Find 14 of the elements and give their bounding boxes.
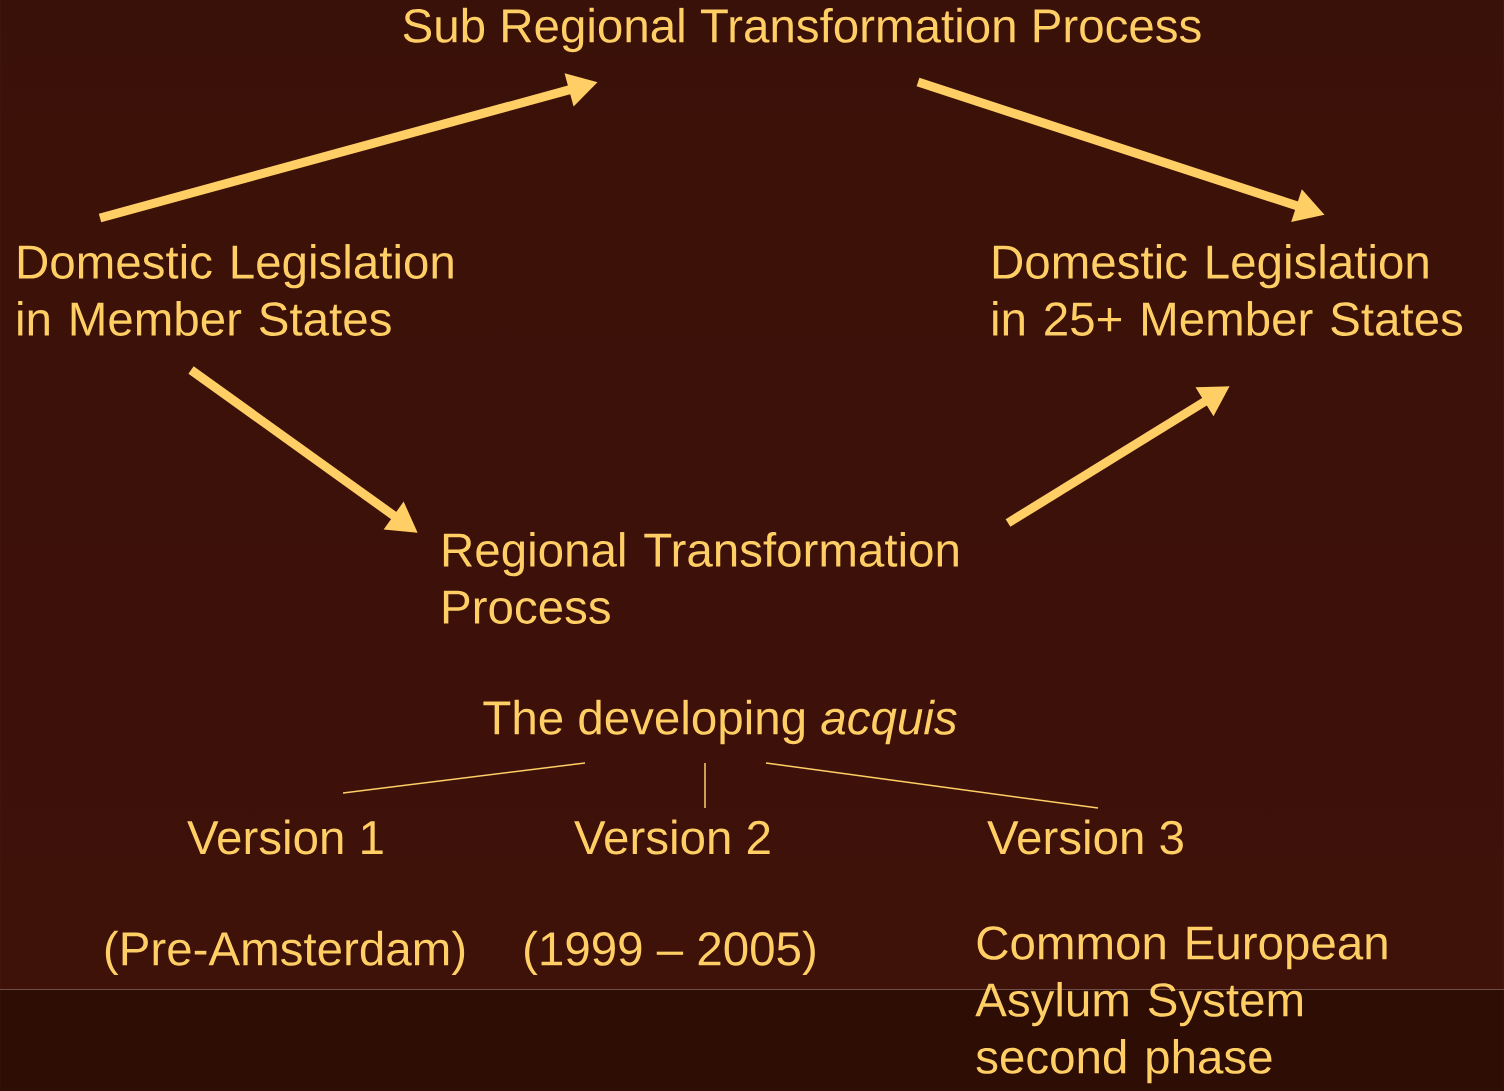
connector-line (704, 762, 706, 809)
node-text: Domestic Legislation in 25+ Member States (993, 244, 1463, 336)
connector-line (765, 762, 1099, 809)
node-text: Version 3 (987, 819, 1183, 855)
node-text: Version 2 (574, 819, 770, 855)
node-text: Regional Transformation Process (443, 532, 958, 624)
caption-text: (1999 – 2005) (525, 930, 815, 976)
node-text: Version 1 (187, 819, 383, 855)
node-text: Sub Regional Transformation Process (403, 7, 1201, 53)
node-text: The developing acquis (483, 699, 957, 745)
caption-text: Common European Asylum System second phase (975, 926, 1387, 1084)
connector-line (342, 762, 586, 794)
node-text: Domestic Legislation in Member States (18, 244, 453, 336)
caption-text: (Pre-Amsterdam) (105, 930, 465, 976)
